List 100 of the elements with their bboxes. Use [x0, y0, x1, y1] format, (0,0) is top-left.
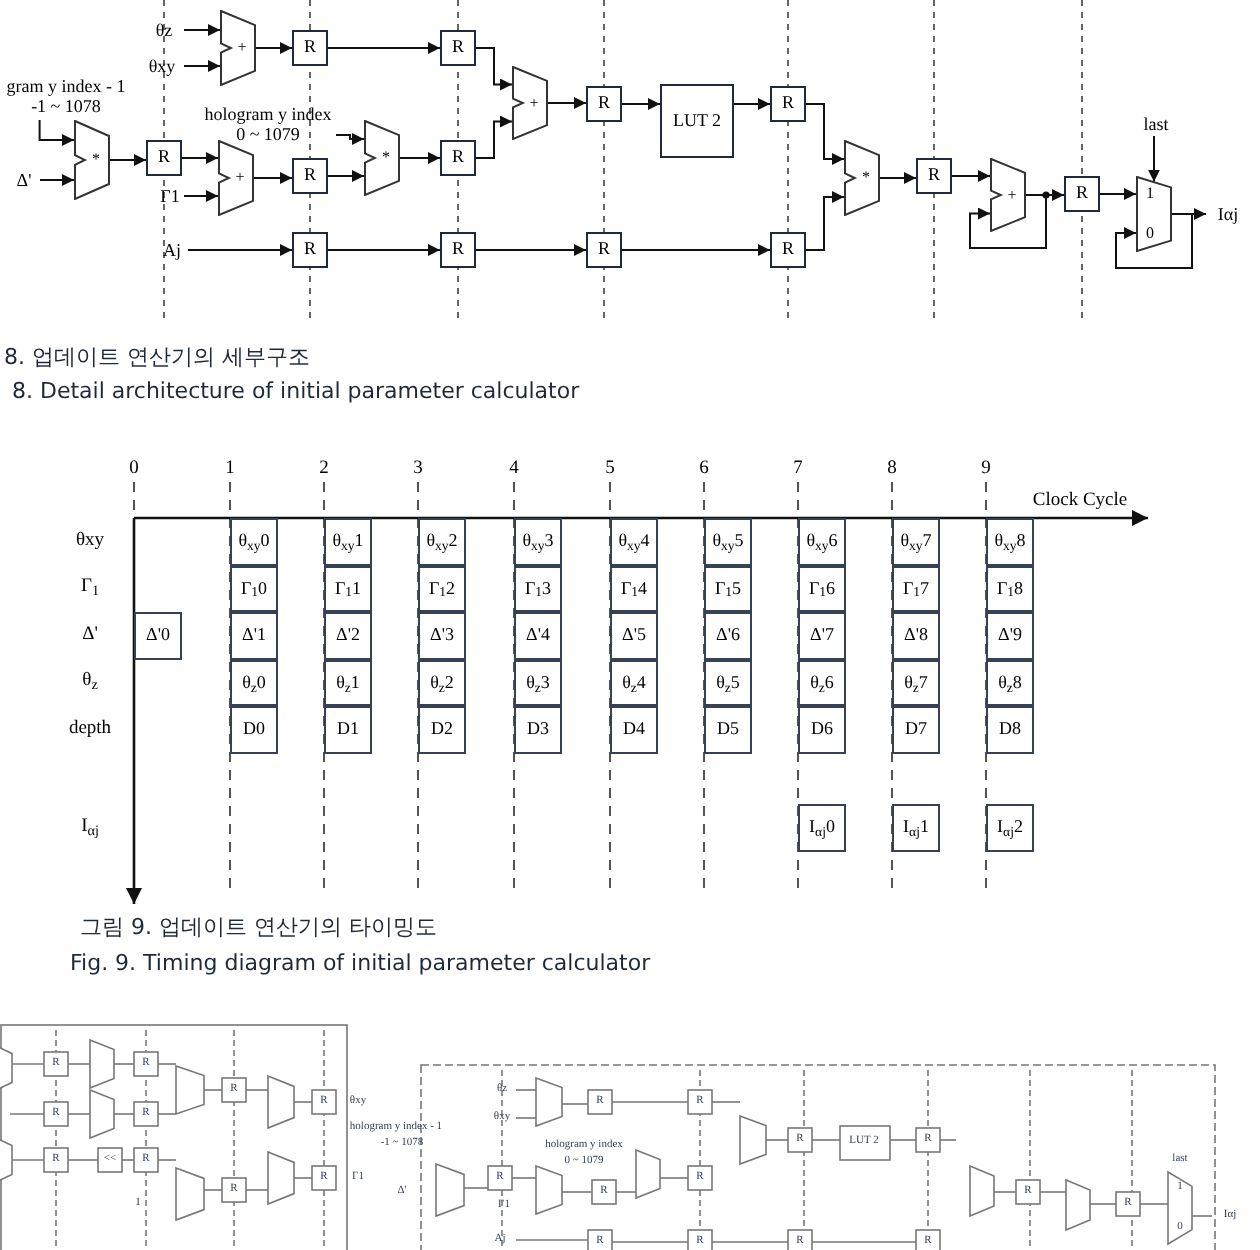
timing-cell: D2: [418, 706, 466, 754]
register-box: R: [1064, 176, 1100, 212]
lut-box: LUT 2: [660, 84, 734, 158]
row-label: depth: [68, 720, 112, 740]
timing-cell: θ$_{z}$0: [230, 659, 278, 707]
arrow: [38, 119, 75, 146]
arrow: [327, 170, 365, 182]
timing-cell: Γ$_{1}$3: [514, 565, 562, 613]
arrow: [475, 115, 513, 159]
register-box: R: [292, 30, 328, 66]
arrow: [475, 244, 587, 256]
arrow: [255, 42, 293, 54]
arrow: [327, 42, 441, 54]
timing-cell: I$_{αj}$2: [986, 804, 1034, 852]
arrow: [327, 244, 441, 256]
arrow: [183, 60, 221, 72]
register-box: R: [440, 30, 476, 66]
timing-cell: I$_{αj}$1: [892, 804, 940, 852]
timing-cell: θ$_{xy}$2: [418, 518, 466, 566]
timing-cell: Δ'3: [418, 612, 466, 660]
register-box: R: [916, 158, 952, 194]
timing-cell: θ$_{xy}$1: [324, 518, 372, 566]
cycle-number: 2: [319, 460, 329, 480]
timing-cell: D6: [798, 706, 846, 754]
timing-cell: D8: [986, 706, 1034, 754]
arrow: [181, 152, 219, 164]
input-label: 1: [1146, 186, 1154, 202]
signal-label: θz: [144, 18, 184, 42]
row-label: Δ': [82, 626, 98, 646]
register-box: R: [146, 140, 182, 176]
signal-label: last: [1134, 112, 1178, 136]
arrow: [253, 172, 293, 184]
arithmetic-unit: *: [74, 120, 110, 200]
timing-cell: Γ$_{1}$6: [798, 565, 846, 613]
arithmetic-unit: *: [844, 140, 880, 216]
arrow: [733, 98, 771, 110]
timing-cell: θ$_{xy}$3: [514, 518, 562, 566]
timing-cell: Γ$_{1}$1: [324, 565, 372, 613]
figure-caption: 그림 9. 업데이트 연산기의 타이밍도: [80, 916, 437, 938]
arithmetic-unit: *: [364, 120, 400, 196]
timing-cell: I$_{αj}$0: [798, 804, 846, 852]
timing-cell: θ$_{xy}$6: [798, 518, 846, 566]
timing-cell: θ$_{z}$7: [892, 659, 940, 707]
timing-cell: Δ'0: [134, 612, 182, 660]
timing-cell: θ$_{xy}$5: [704, 518, 752, 566]
arrow: [475, 47, 513, 91]
register-box: R: [440, 140, 476, 176]
timing-cell: Δ'7: [798, 612, 846, 660]
arrow: [805, 191, 845, 251]
arithmetic-unit: +: [990, 158, 1026, 232]
timing-cell: Γ$_{1}$5: [704, 565, 752, 613]
timing-cell: Δ'8: [892, 612, 940, 660]
timing-cell: Γ$_{1}$0: [230, 565, 278, 613]
arrow: [951, 170, 991, 182]
arithmetic-unit: +: [218, 140, 254, 216]
arrow: [621, 244, 771, 256]
row-label: Γ$_{1}$: [80, 578, 100, 598]
arrow: [335, 133, 365, 145]
arrow: [39, 174, 75, 186]
figure-caption: 8. Detail architecture of initial parameter calculator: [12, 380, 580, 402]
arrow: [1115, 213, 1193, 269]
row-label: I$_{αj}$: [81, 818, 99, 838]
timing-cell: Γ$_{1}$7: [892, 565, 940, 613]
arithmetic-unit: +: [220, 10, 256, 86]
timing-cell: θ$_{xy}$7: [892, 518, 940, 566]
timing-cell: θ$_{z}$2: [418, 659, 466, 707]
timing-cell: θ$_{z}$3: [514, 659, 562, 707]
arrow: [969, 194, 1047, 249]
timing-cell: Γ$_{1}$4: [610, 565, 658, 613]
cycle-number: 8: [887, 460, 897, 480]
arrow: [547, 97, 587, 109]
timing-cell: θ$_{xy}$8: [986, 518, 1034, 566]
multiplexer: [1136, 176, 1172, 252]
cycle-number: 6: [699, 460, 709, 480]
cycle-number: 3: [413, 460, 423, 480]
timing-cell: θ$_{z}$6: [798, 659, 846, 707]
arrow: [183, 190, 219, 202]
register-box: R: [586, 86, 622, 122]
signal-label: Aj: [156, 238, 188, 262]
timing-cell: D3: [514, 706, 562, 754]
signal-label: Δ': [8, 168, 40, 192]
signal-label: θxy: [140, 54, 184, 78]
register-box: R: [586, 232, 622, 268]
arrow: [187, 244, 293, 256]
axis-title: Clock Cycle: [1032, 492, 1128, 512]
timing-cell: D4: [610, 706, 658, 754]
timing-cell: Γ$_{1}$8: [986, 565, 1034, 613]
register-box: R: [770, 232, 806, 268]
timing-cell: θ$_{z}$5: [704, 659, 752, 707]
timing-cell: D7: [892, 706, 940, 754]
arrow: [183, 24, 221, 36]
register-box: R: [292, 158, 328, 194]
signal-label: gram y index - 1 -1 ~ 1078: [0, 72, 132, 120]
arrow: [399, 152, 441, 164]
timing-cell: θ$_{z}$4: [610, 659, 658, 707]
signal-label: Iαj: [1206, 202, 1250, 226]
figure-caption: Fig. 9. Timing diagram of initial parameter calculator: [70, 952, 651, 974]
timing-cell: Γ$_{1}$2: [418, 565, 466, 613]
timing-cell: Δ'6: [704, 612, 752, 660]
timing-cell: D0: [230, 706, 278, 754]
